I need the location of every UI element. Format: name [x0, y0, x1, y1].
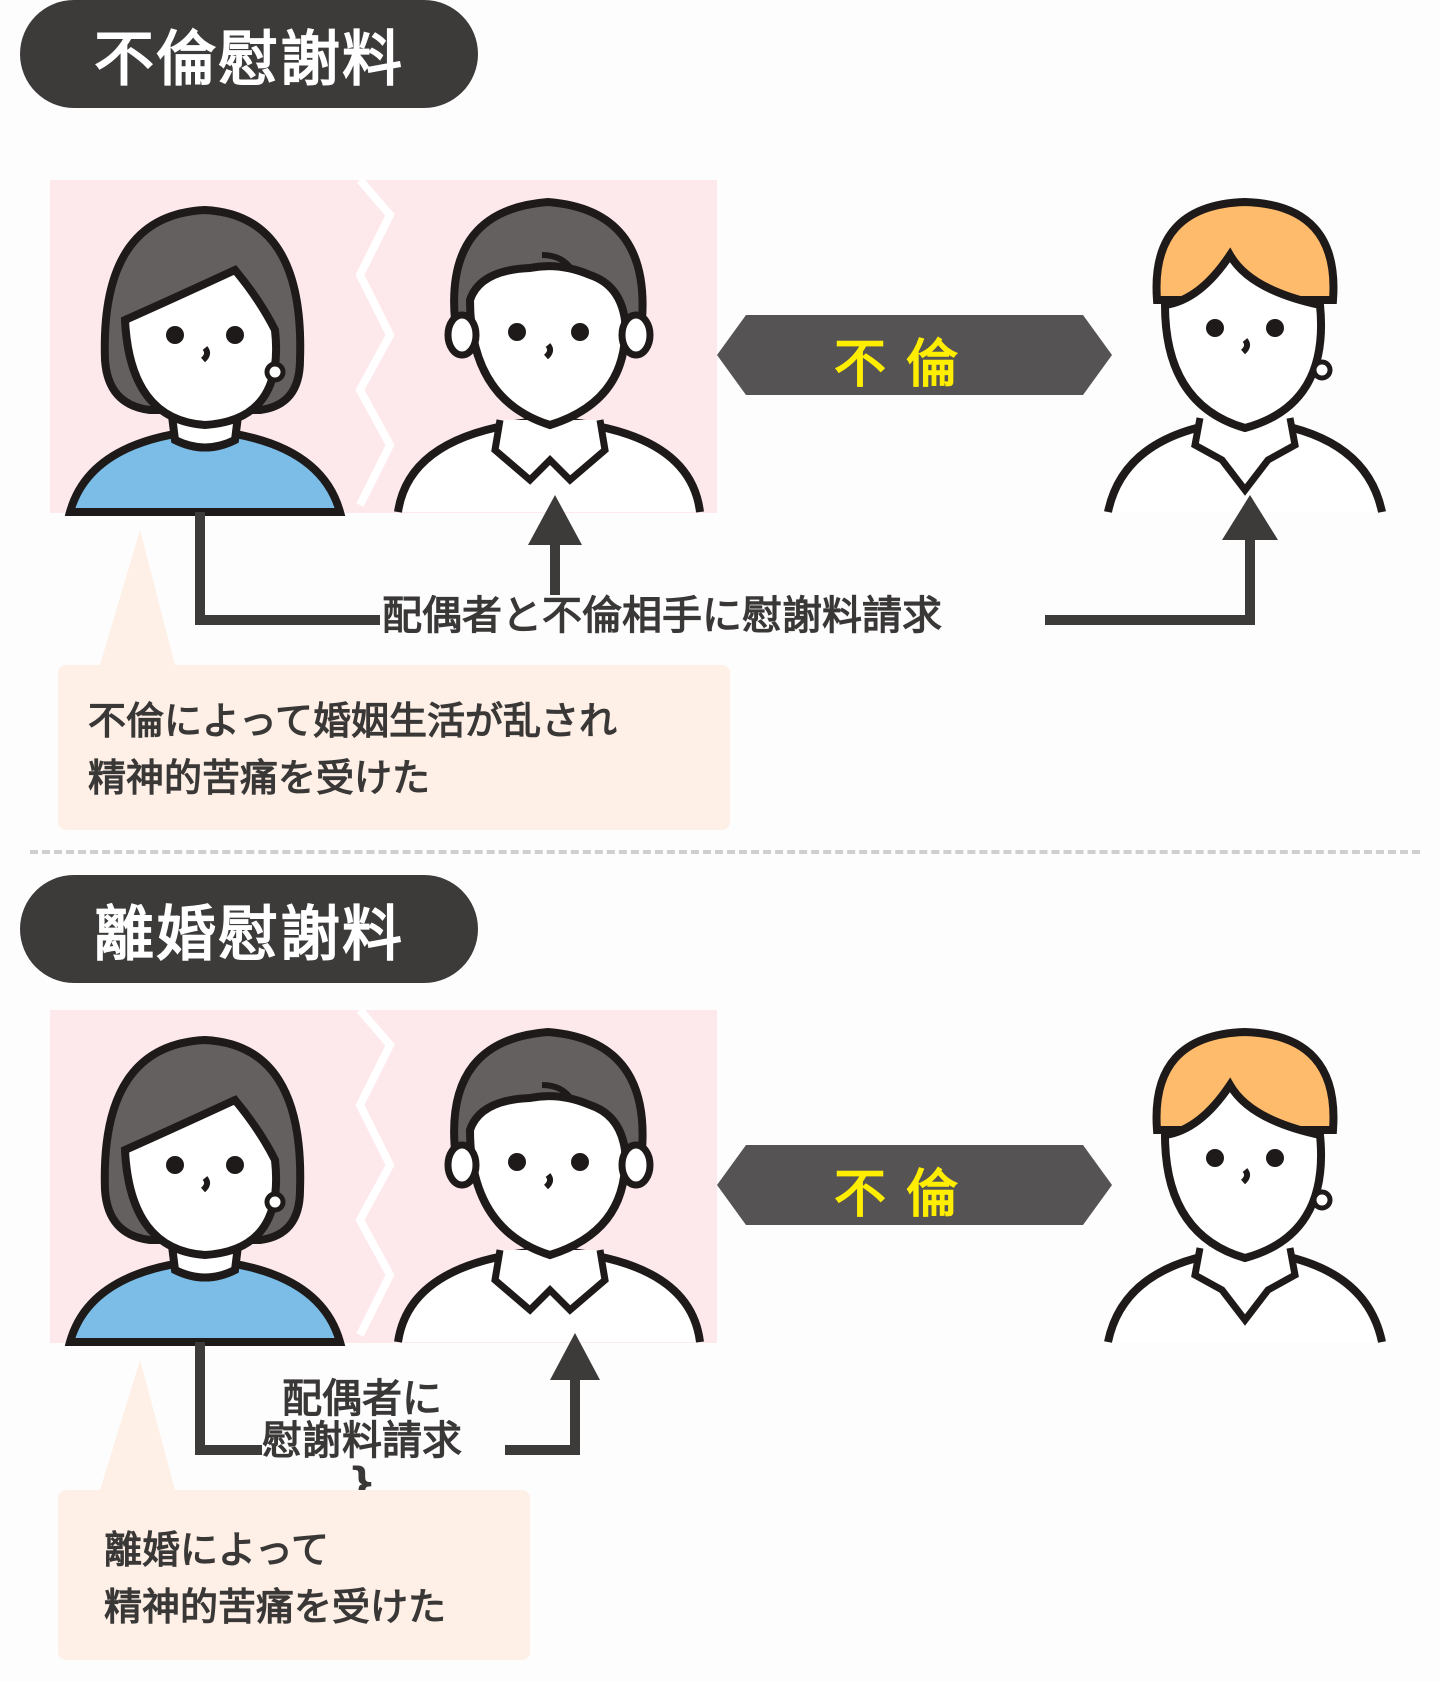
claim-label: 配偶者に 慰謝料請求 } [262, 1376, 462, 1506]
claim-arrows [195, 1342, 580, 1455]
wife-figure-icon [64, 205, 346, 516]
section-divider [30, 850, 1420, 854]
claim-label-line: 配偶者と不倫相手に慰謝料請求 [382, 593, 942, 639]
husband-figure-icon [394, 1027, 704, 1343]
reason-note-line: 精神的苦痛を受けた [104, 1585, 447, 1629]
section-title: 不倫慰謝料 [94, 24, 404, 95]
affair-partner-figure-icon [1104, 197, 1386, 513]
affair-relation-label: 不倫 [833, 1165, 978, 1225]
section-title-pill: 離婚慰謝料 [20, 875, 478, 983]
husband-figure-icon [394, 197, 704, 513]
section-title: 離婚慰謝料 [94, 899, 404, 970]
reason-note-line: 精神的苦痛を受けた [88, 756, 431, 800]
section-divorce-consolation: 離婚慰謝料 [0, 830, 1440, 1682]
affair-relation-hex [717, 1145, 1112, 1225]
affair-relation-hex [717, 315, 1112, 395]
claim-label-line: 慰謝料請求 [262, 1418, 462, 1464]
figures-layer [64, 1007, 1386, 1490]
zigzag-split-icon [355, 177, 395, 507]
claim-label: 配偶者と不倫相手に慰謝料請求 [382, 595, 942, 637]
claim-arrows [195, 512, 1255, 625]
reason-note-line: 離婚によって [104, 1528, 329, 1572]
section-affair-consolation: 不倫慰謝料 [0, 0, 1440, 840]
zigzag-split-icon [355, 1007, 395, 1337]
figures-layer [64, 177, 1386, 665]
arrow-head-spouse-icon [528, 495, 582, 545]
affair-relation-label: 不倫 [833, 335, 978, 395]
note-tail [100, 530, 175, 665]
note-tail [100, 1360, 175, 1490]
reason-note-line: 不倫によって婚姻生活が乱され [88, 699, 617, 743]
section-title-pill: 不倫慰謝料 [20, 0, 478, 108]
arrow-head-spouse-icon [550, 1333, 600, 1380]
arrow-head-partner-icon [1222, 495, 1278, 540]
wife-figure-icon [64, 1035, 346, 1346]
claim-label-line: 配偶者に [282, 1376, 442, 1422]
reason-note: 不倫によって婚姻生活が乱され 精神的苦痛を受けた [58, 665, 730, 830]
reason-note: 離婚によって 精神的苦痛を受けた [58, 1490, 530, 1660]
affair-partner-figure-icon [1104, 1027, 1386, 1343]
